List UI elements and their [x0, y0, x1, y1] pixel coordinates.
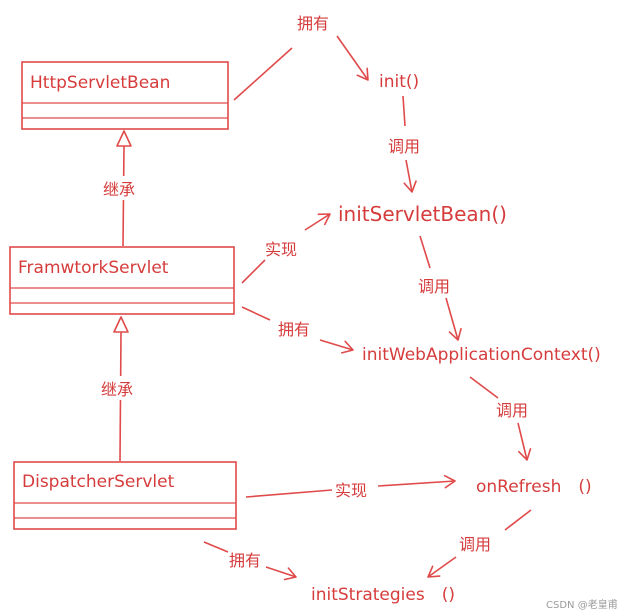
- class-box-dispatcher-servlet: DispatcherServlet: [13, 461, 237, 530]
- class-box-framework-servlet: FramwtorkServlet: [9, 246, 235, 315]
- inherit-label-bg-2: [98, 376, 142, 400]
- call-edge-on-refresh-to-init-strategies: [427, 509, 532, 578]
- call-edge-init-web-app-context-to-on-refresh: [469, 376, 532, 461]
- class-box-http-servlet-bean: HttpServletBean: [21, 61, 229, 130]
- call-edge-init-to-init-servlet-bean: [402, 95, 417, 193]
- implement-edge-framework-to-init-servlet-bean: [241, 213, 331, 284]
- edge-label-inherit-2: 继承: [101, 380, 133, 399]
- watermark: CSDN @老皇甫: [546, 598, 618, 611]
- class-name-http-servlet-bean: HttpServletBean: [30, 73, 170, 93]
- method-on-refresh: onRefresh (): [476, 477, 592, 497]
- edge-label-call-1: 调用: [388, 137, 420, 156]
- method-init-servlet-bean: initServletBean(): [338, 202, 507, 226]
- method-init-web-application-context: initWebApplicationContext(): [362, 345, 601, 365]
- edge-label-call-4: 调用: [459, 535, 491, 554]
- edge-label-own-3: 拥有: [229, 551, 261, 570]
- implement-edge-dispatcher-to-on-refresh: [245, 474, 456, 498]
- edge-label-inherit-1: 继承: [103, 180, 135, 199]
- class-name-dispatcher-servlet: DispatcherServlet: [22, 472, 175, 492]
- own-edge-dispatcher-to-init-strategies: [203, 541, 297, 581]
- edge-label-call-2: 调用: [418, 277, 450, 296]
- edge-label-implement-2: 实现: [335, 481, 367, 500]
- edge-label-call-3: 调用: [496, 401, 528, 420]
- class-name-framework-servlet: FramwtorkServlet: [18, 258, 169, 278]
- edge-label-own-1: 拥有: [297, 14, 329, 33]
- method-init: init(): [379, 72, 419, 92]
- edge-label-implement-1: 实现: [265, 240, 297, 259]
- own-edge-http-to-init: [233, 35, 369, 101]
- inherit-label-bg-1: [100, 176, 144, 200]
- edge-label-own-2: 拥有: [278, 320, 310, 339]
- call-edge-init-servlet-bean-to-init-web-app-context: [419, 235, 462, 341]
- method-init-strategies: initStrategies (): [311, 585, 455, 605]
- own-edge-framework-to-init-web-app-context: [241, 306, 354, 354]
